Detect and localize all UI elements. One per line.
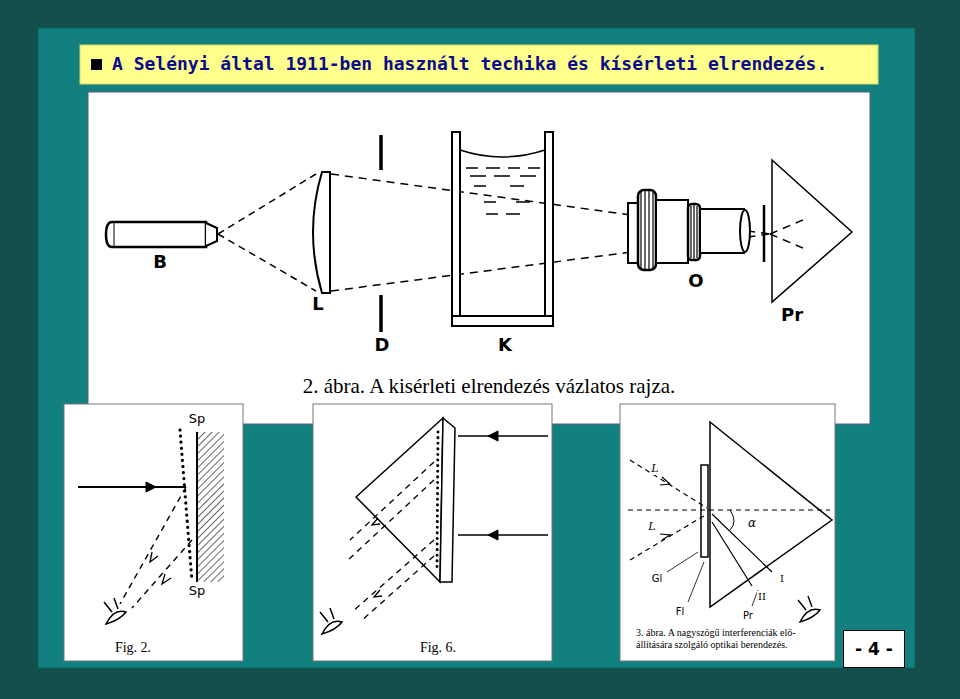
- part-label: Gl: [651, 573, 664, 584]
- fig6-prism-drawing-part: [440, 418, 455, 582]
- fig2-mirror-drawing-part: [78, 486, 186, 488]
- fig2-mirror-drawing-part: [146, 482, 156, 492]
- panels-part: [313, 404, 552, 661]
- main-setup-drawing-part: [656, 200, 688, 263]
- figure-caption: Fig. 2.: [114, 640, 152, 655]
- main-setup-drawing-part: [106, 222, 206, 247]
- main-setup-drawing-part: [114, 223, 115, 246]
- fig3-prism-drawing-part: [701, 465, 708, 557]
- fig2-mirror-drawing-part: [198, 432, 224, 582]
- main-setup-drawing-part: [691, 205, 697, 259]
- figure-caption: Fig. 6.: [419, 640, 457, 655]
- fig6-prism-drawing-part: [372, 518, 382, 597]
- title-band: [80, 45, 878, 84]
- ray-label: I: [779, 573, 785, 584]
- main-setup-drawing-part: [460, 150, 545, 157]
- fig6-prism-drawing-part: [458, 534, 548, 536]
- main-setup-drawing-part: [331, 174, 805, 291]
- main-setup-drawing-part: [700, 209, 744, 253]
- part-letter: K: [497, 335, 513, 355]
- main-setup-drawing-part: [452, 316, 553, 326]
- fig3-prism-drawing-part: [630, 460, 707, 560]
- fig6-prism-drawing-part: [348, 462, 434, 622]
- part-label: Fl: [675, 606, 686, 617]
- part-label: Pr: [742, 610, 754, 621]
- main-setup-drawing-part: [740, 210, 750, 252]
- angle-label: α: [747, 517, 757, 530]
- fig3-prism-drawing-part: [730, 510, 734, 530]
- main-setup-drawing: [106, 132, 852, 332]
- fig3-prism-drawing-part: [660, 477, 670, 540]
- part-letter: O: [687, 271, 704, 291]
- part-letter: B: [152, 252, 168, 272]
- panels-part: [620, 404, 835, 661]
- ray-label: II: [757, 591, 767, 602]
- panels-part: [64, 404, 243, 661]
- fig2-mirror-drawing-part: [196, 432, 198, 582]
- main-setup-drawing-part: [452, 132, 460, 316]
- fig2-mirror-drawing-part: [120, 487, 192, 608]
- ray-label: L: [647, 521, 656, 533]
- fig6-prism-drawing-part: [458, 435, 548, 437]
- title-band-part: [91, 59, 102, 70]
- main-setup-drawing-part: [688, 204, 700, 260]
- background-part: [38, 28, 915, 668]
- figure-caption: 2. ábra. A kisérleti elrendezés vázlatos…: [302, 375, 677, 398]
- main-setup-drawing-part: [641, 191, 653, 269]
- main-setup-drawing-part: [545, 132, 553, 316]
- fig6-prism-drawing-part: [488, 431, 498, 540]
- panels: [64, 92, 870, 661]
- ray-label: L: [650, 463, 659, 475]
- main-setup-drawing-part: [218, 174, 316, 291]
- fig3-prism-drawing: [628, 422, 832, 622]
- part-label: Sp: [188, 412, 207, 426]
- part-label: Sp: [188, 584, 207, 598]
- fig6-prism-drawing-part: [320, 608, 342, 634]
- part-letter: Pr: [780, 305, 804, 325]
- fig2-mirror-drawing-part: [150, 552, 171, 584]
- fig3-prism-drawing-part: [710, 422, 832, 607]
- panels-part: [88, 92, 870, 424]
- main-setup-drawing-part: [763, 205, 766, 262]
- fig3-prism-drawing-part: [798, 596, 820, 622]
- fig3-prism-drawing-part: [628, 510, 830, 511]
- fig2-mirror-drawing-part: [180, 430, 192, 582]
- fig2-mirror-drawing-part: [104, 598, 126, 624]
- title-band-part: [80, 45, 878, 84]
- main-setup-drawing-part: [379, 135, 383, 332]
- page-number-box: - 4 -: [843, 630, 905, 668]
- main-setup-drawing-part: [772, 160, 852, 302]
- part-letter: L: [311, 294, 324, 314]
- fig3-prism-drawing-part: [667, 552, 758, 606]
- fig6-prism-drawing-part: [437, 432, 438, 570]
- main-setup-drawing-part: [206, 223, 217, 246]
- fig2-mirror-drawing: [78, 430, 224, 624]
- main-setup-drawing-part: [313, 172, 330, 293]
- figure-caption: 3. ábra. A nagyszögű interferenciák elő-…: [635, 627, 835, 650]
- fig6-prism-drawing-part: [356, 418, 443, 582]
- page-number: - 4 -: [855, 639, 893, 659]
- fig3-prism-drawing-part: [712, 514, 772, 586]
- fig6-prism-drawing: [320, 418, 548, 634]
- main-setup-drawing-part: [638, 190, 656, 270]
- slide-title: A Selényi által 1911-ben használt techik…: [112, 54, 827, 74]
- part-letter: D: [374, 335, 391, 355]
- main-setup-drawing-part: [466, 168, 540, 214]
